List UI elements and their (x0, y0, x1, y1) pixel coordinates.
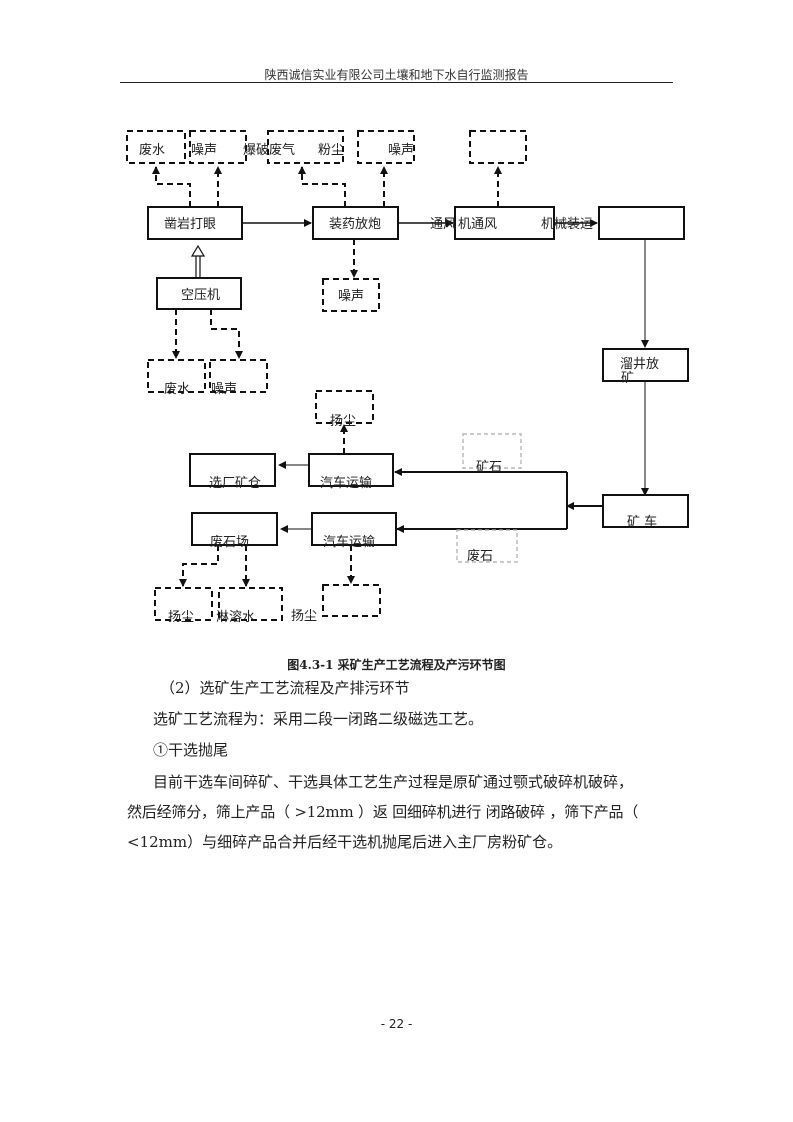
process-box (598, 206, 685, 240)
label-ventilation: 机通风 (458, 217, 497, 232)
pollutant-box (189, 130, 247, 164)
mining-flow-diagram: 废水 噪声 爆破废气 粉尘 噪声 凿岩打眼 装药放炮 通风 机通风 机械装运 空… (126, 130, 689, 625)
pollutant-box (126, 130, 186, 164)
branch-box (456, 529, 518, 563)
intro-paragraph: 选矿工艺流程为：采用二段一闭路二级磁选工艺。 (153, 710, 484, 728)
process-box (156, 277, 242, 310)
section-heading: （2）选矿生产工艺流程及产排污环节 (160, 679, 410, 697)
label-truck-ore: 汽车运输 (320, 475, 372, 491)
pollutant-box (322, 278, 380, 312)
label-ore-pass: 溜井放 (620, 357, 659, 372)
label-drilling: 凿岩打眼 (164, 217, 216, 232)
pollutant-box (315, 390, 374, 424)
label-drill-water: 废水 (139, 142, 165, 158)
label-truck-dust-top: 扬尘 (330, 414, 356, 429)
pollutant-box (469, 130, 527, 164)
pollutant-box (267, 130, 344, 164)
label-ore-bin: 选厂矿仓 (209, 476, 261, 491)
label-ventilation-prefix: 通风 (430, 217, 456, 232)
label-blast-noise-top: 噪声 (388, 143, 414, 158)
label-waste-branch: 废石 (467, 548, 493, 564)
label-yard-leach: 淋溶水 (216, 610, 255, 625)
label-comp-noise: 噪声 (211, 382, 237, 397)
pollutant-box (154, 587, 213, 621)
pollutant-box (209, 359, 268, 393)
label-yard-dust: 扬尘 (168, 610, 194, 625)
label-truck-waste: 汽车运输 (323, 534, 375, 550)
label-ore-pass-2: 矿 (621, 371, 634, 386)
label-blast-dust: 粉尘 (318, 143, 344, 158)
body-line-2: 然后经筛分，筛上产品（ >12mm ）返 回细碎机进行 闭路破碎 ，筛下产品（ (127, 803, 639, 821)
process-box (191, 512, 278, 546)
figure-caption: 图4.3-1 采矿生产工艺流程及产污环节图 (287, 658, 506, 672)
pollutant-box (147, 359, 206, 393)
branch-box (462, 433, 522, 469)
label-comp-water: 废水 (164, 381, 190, 397)
process-box (602, 494, 689, 528)
body-line-1: 目前干选车间碎矿、干选具体工艺生产过程是原矿通过颚式破碎机破碎， (153, 773, 634, 791)
pollutant-box (322, 584, 381, 617)
label-drill-noise: 噪声 (191, 143, 217, 158)
pollutant-box (357, 130, 415, 164)
subheading: ①干选抛尾 (153, 741, 229, 759)
process-box (189, 453, 276, 487)
page-number: - 22 - (380, 1017, 413, 1031)
pollutant-box (218, 587, 283, 621)
body-line-3: <12mm）与细碎产品合并后经干选机抛尾后进入主厂房粉矿仓。 (127, 833, 563, 851)
label-truck-dust-bottom: 扬尘 (291, 609, 317, 624)
label-blast-gas: 爆破废气 (243, 142, 295, 158)
label-blast-noise-bottom: 噪声 (338, 289, 364, 304)
header-rule (120, 82, 673, 83)
label-blasting: 装药放炮 (329, 217, 381, 232)
label-mine-car: 矿 车 (627, 514, 657, 530)
label-waste-yard: 废石场 (210, 534, 249, 550)
report-header: 陕西诚信实业有限公司土壤和地下水自行监测报告 (264, 68, 529, 82)
label-compressor: 空压机 (181, 288, 220, 303)
label-ore-branch: 矿石 (476, 460, 502, 475)
process-box (308, 453, 394, 487)
label-loading: 机械装运 (541, 217, 593, 232)
